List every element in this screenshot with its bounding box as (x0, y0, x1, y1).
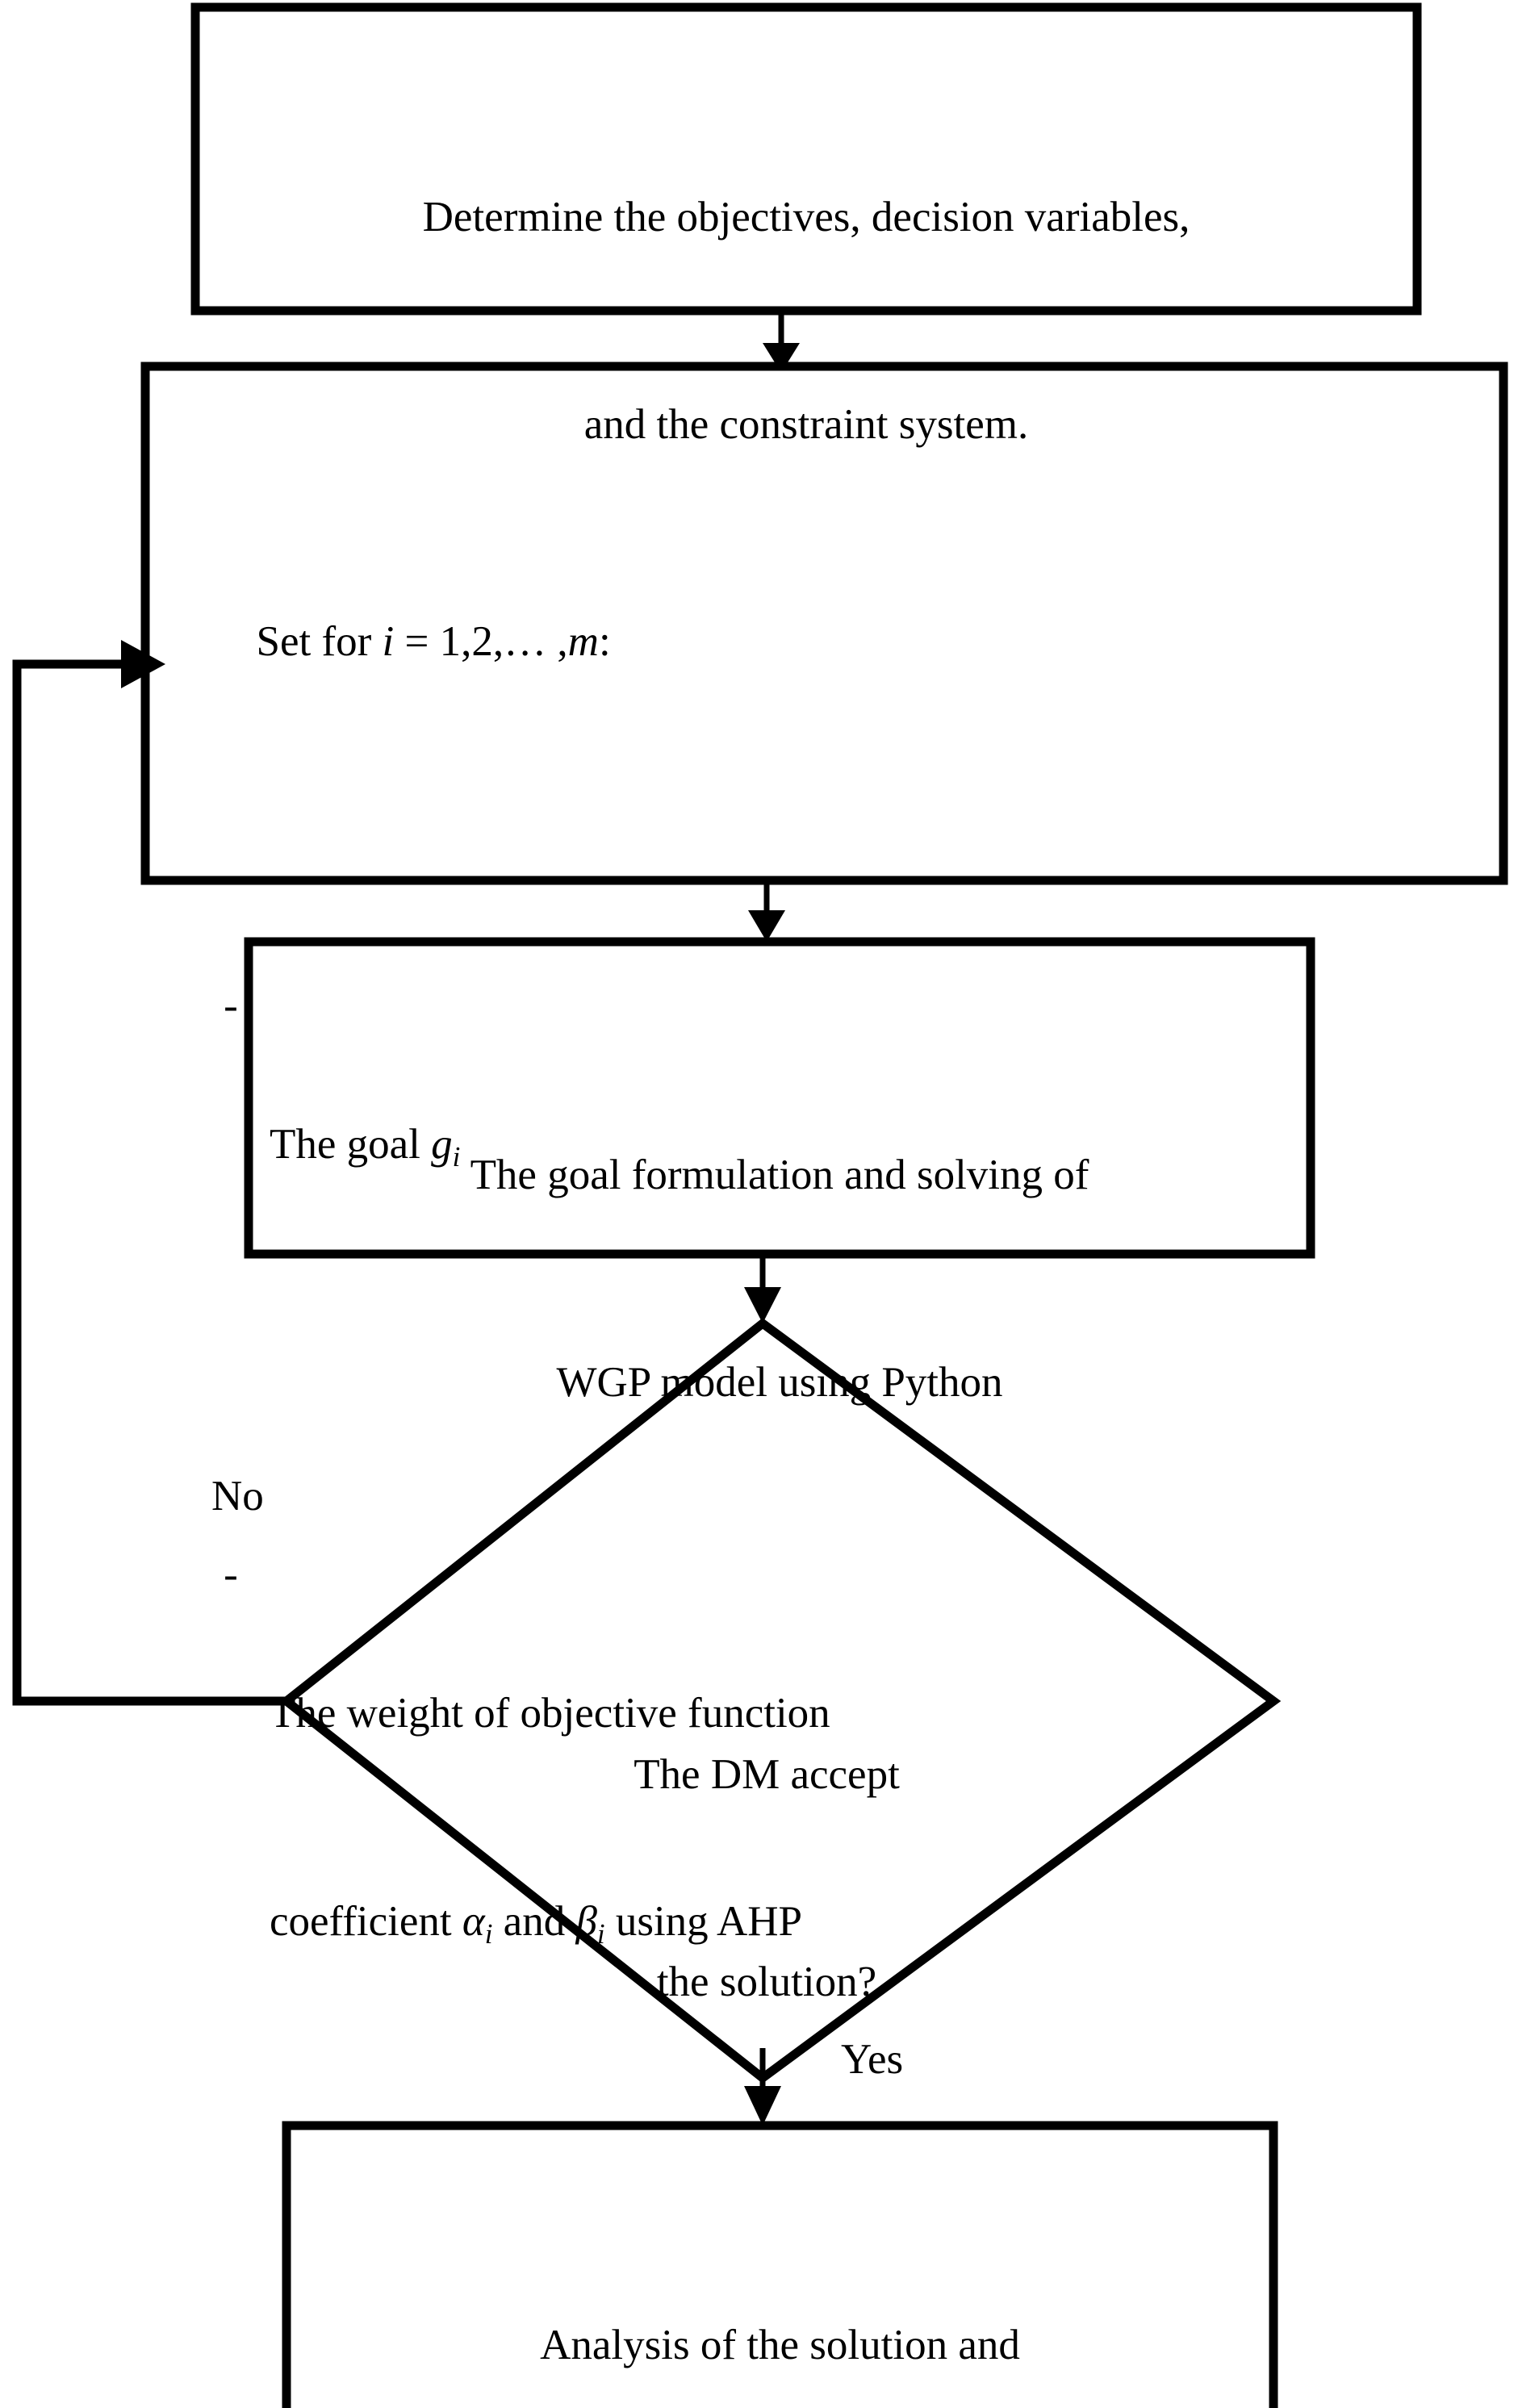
bullet-goal-line-1: The goal gi (270, 1110, 1483, 1180)
node-decision-text: The DM accept the solution? (516, 1602, 1017, 2156)
arrow-head-determine-to-set (763, 343, 800, 373)
node-analysis-text: Analysis of the solution and recomendati… (286, 2172, 1273, 2408)
bullet-weight-seg-beta: β (575, 1897, 597, 1945)
node-formulate-solve-line-1: The goal formulation and solving of (470, 1151, 1089, 1198)
set-heading-suffix: : (598, 617, 611, 665)
node-analysis-shape[interactable] (282, 2121, 1278, 2408)
node-determine-text: Determine the objectives, decision varia… (195, 44, 1417, 599)
set-heading-equation: = 1,2,… , (394, 617, 568, 665)
node-decision-line-1: The DM accept (634, 1750, 900, 1798)
bullet-weight-seg-ahp: using AHP (604, 1897, 803, 1945)
edge-decision-no (12, 659, 286, 1706)
set-heading-variable-i: i (382, 617, 395, 665)
bullet-weight-body: The weight of objective function coeffic… (270, 1541, 1483, 2095)
node-set-parameters-shape[interactable] (140, 362, 1508, 885)
bullet-goal-body: The goal gi (270, 972, 1483, 1319)
node-formulate-solve-text: The goal formulation and solving of WGP … (249, 1002, 1311, 1557)
bullet-weight-seg-beta-subscript: i (596, 1917, 605, 1950)
node-determine-line-2: and the constraint system. (583, 401, 1029, 449)
node-formulate-solve-shape[interactable] (244, 937, 1315, 1259)
bullet-weight-seg-and: and (492, 1897, 576, 1945)
bullet-weight-line-2: coefficient αi and βi using AHP (270, 1888, 1483, 1957)
arrow-head-formulate-to-decision (744, 1287, 781, 1323)
bullet-weight-seg-alpha: α (462, 1897, 485, 1945)
bullet-goal: - The goal gi (192, 972, 1483, 1319)
bullet-weight-seg-coefficient: coefficient (270, 1897, 462, 1945)
bullet-weight-seg-alpha-subscript: i (484, 1917, 493, 1950)
bullet-weight-marker: - (224, 1551, 238, 1599)
node-determine-shape[interactable] (190, 2, 1422, 316)
node-set-parameters-heading: Set for i = 1,2,… ,m: (192, 538, 1483, 746)
node-determine-line-1: Determine the objectives, decision varia… (422, 193, 1190, 240)
node-formulate-solve-line-2: WGP model using Python (556, 1359, 1003, 1407)
arrow-head-set-to-formulate (748, 910, 785, 942)
bullet-goal-marker: - (224, 981, 238, 1029)
bullet-goal-seg-text: The goal (270, 1120, 432, 1168)
bullet-weight-line-1: The weight of objective function (270, 1690, 830, 1737)
set-heading-variable-m: m (567, 617, 599, 665)
node-analysis-line-1: Analysis of the solution and (540, 2321, 1020, 2368)
node-decision-line-2: the solution? (656, 1959, 877, 2006)
set-heading-prefix: Set for (256, 617, 383, 665)
bullet-weight: - The weight of objective function coeff… (192, 1541, 1483, 2095)
arrow-head-decision-yes (744, 2086, 781, 2126)
bullet-goal-seg-var: g (431, 1120, 453, 1168)
bullet-goal-seg-subscript: i (452, 1140, 461, 1173)
node-set-parameters-text: Set for i = 1,2,… ,m: - The goal gi - Th… (192, 399, 1483, 2235)
edge-label-yes: Yes (841, 2036, 904, 2083)
edge-label-no: No (211, 1473, 264, 1520)
arrow-head-decision-no (121, 640, 165, 688)
